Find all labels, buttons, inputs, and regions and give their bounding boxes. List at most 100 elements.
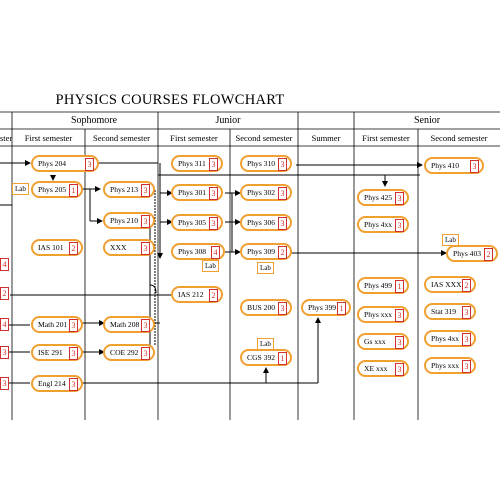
credit-hours: 3 bbox=[470, 160, 479, 173]
course-name: IAS 101 bbox=[38, 243, 64, 252]
course-name: ISE 291 bbox=[38, 348, 63, 357]
semester-senior-first: First semester bbox=[362, 133, 410, 143]
credit-hours: 1 bbox=[395, 280, 404, 293]
credit-hours: 3 bbox=[141, 215, 150, 228]
course-name: Phys 311 bbox=[178, 159, 206, 168]
course-ias101: IAS 101 2 bbox=[31, 239, 83, 256]
year-senior: Senior bbox=[413, 115, 441, 126]
credit-hours: 2 bbox=[278, 246, 287, 259]
course-name: Phys 4xx bbox=[431, 334, 460, 343]
credit-hours: 3 bbox=[141, 347, 150, 360]
course-name: Phys 301 bbox=[178, 188, 207, 197]
course-name: XXX bbox=[110, 243, 127, 252]
credit-hours: 3 bbox=[278, 217, 287, 230]
semester-junior-first: First semester bbox=[170, 133, 218, 143]
semester-senior-second: Second semester bbox=[430, 133, 488, 143]
course-name: IAS XXX bbox=[431, 280, 462, 289]
year-sophomore: Sophomore bbox=[70, 115, 118, 126]
left-credit-2: 2 bbox=[0, 287, 9, 300]
course-name: Phys 204 bbox=[38, 159, 67, 168]
course-name: Phys 310 bbox=[247, 159, 276, 168]
credit-hours: 3 bbox=[209, 217, 218, 230]
course-name: Phys 399 bbox=[308, 303, 337, 312]
semester-junior-second: Second semester bbox=[235, 133, 293, 143]
lab-tag-phys309: Lab bbox=[257, 262, 274, 274]
course-name: Gs xxx bbox=[364, 337, 386, 346]
credit-hours: 3 bbox=[85, 158, 94, 171]
course-ias212: IAS 212 2 bbox=[171, 286, 223, 303]
credit-hours: 3 bbox=[278, 158, 287, 171]
course-name: Phys 205 bbox=[38, 185, 67, 194]
course-name: Phys 305 bbox=[178, 218, 207, 227]
credit-hours: 3 bbox=[462, 360, 471, 373]
course-name: Phys 213 bbox=[110, 185, 139, 194]
course-name: IAS 212 bbox=[178, 290, 204, 299]
course-phys204: Phys 204 3 bbox=[31, 155, 99, 172]
credit-hours: 3 bbox=[209, 187, 218, 200]
credit-hours: 2 bbox=[484, 248, 493, 261]
credit-hours: 1 bbox=[278, 352, 287, 365]
semester-summer: Summer bbox=[311, 133, 341, 143]
left-credit-3: 4 bbox=[0, 318, 9, 331]
course-name: Phys 302 bbox=[247, 188, 276, 197]
course-name: Math 201 bbox=[38, 320, 68, 329]
course-name: Engl 214 bbox=[38, 379, 66, 388]
course-xxx: XXX 3 bbox=[103, 239, 155, 256]
course-name: Phys xxx bbox=[364, 310, 393, 319]
course-name: BUS 200 bbox=[247, 303, 276, 312]
course-name: XE xxx bbox=[364, 364, 388, 373]
credit-hours: 4 bbox=[211, 246, 220, 259]
course-name: Phys xxx bbox=[431, 361, 460, 370]
course-xexxx: XE xxx 3 bbox=[357, 360, 409, 377]
credit-hours: 3 bbox=[141, 184, 150, 197]
credit-hours: 3 bbox=[395, 192, 404, 205]
credit-hours: 2 bbox=[209, 289, 218, 302]
credit-hours: 3 bbox=[141, 242, 150, 255]
course-name: Math 208 bbox=[110, 320, 140, 329]
credit-hours: 3 bbox=[141, 319, 150, 332]
credit-hours: 3 bbox=[395, 363, 404, 376]
course-name: Stat 319 bbox=[431, 307, 457, 316]
credit-hours: 3 bbox=[209, 158, 218, 171]
credit-hours: 3 bbox=[462, 333, 471, 346]
credit-hours: 3 bbox=[278, 302, 287, 315]
credit-hours: 1 bbox=[69, 184, 78, 197]
credit-hours: 3 bbox=[395, 219, 404, 232]
lab-tag-phys205: Lab bbox=[12, 183, 29, 195]
course-name: Phys 425 bbox=[364, 193, 393, 202]
credit-hours: 2 bbox=[69, 242, 78, 255]
course-name: Phys 499 bbox=[364, 281, 393, 290]
credit-hours: 3 bbox=[395, 309, 404, 322]
left-credit-4: 3 bbox=[0, 346, 9, 359]
course-name: CGS 392 bbox=[247, 353, 276, 362]
lab-tag-phys308: Lab bbox=[202, 260, 219, 272]
